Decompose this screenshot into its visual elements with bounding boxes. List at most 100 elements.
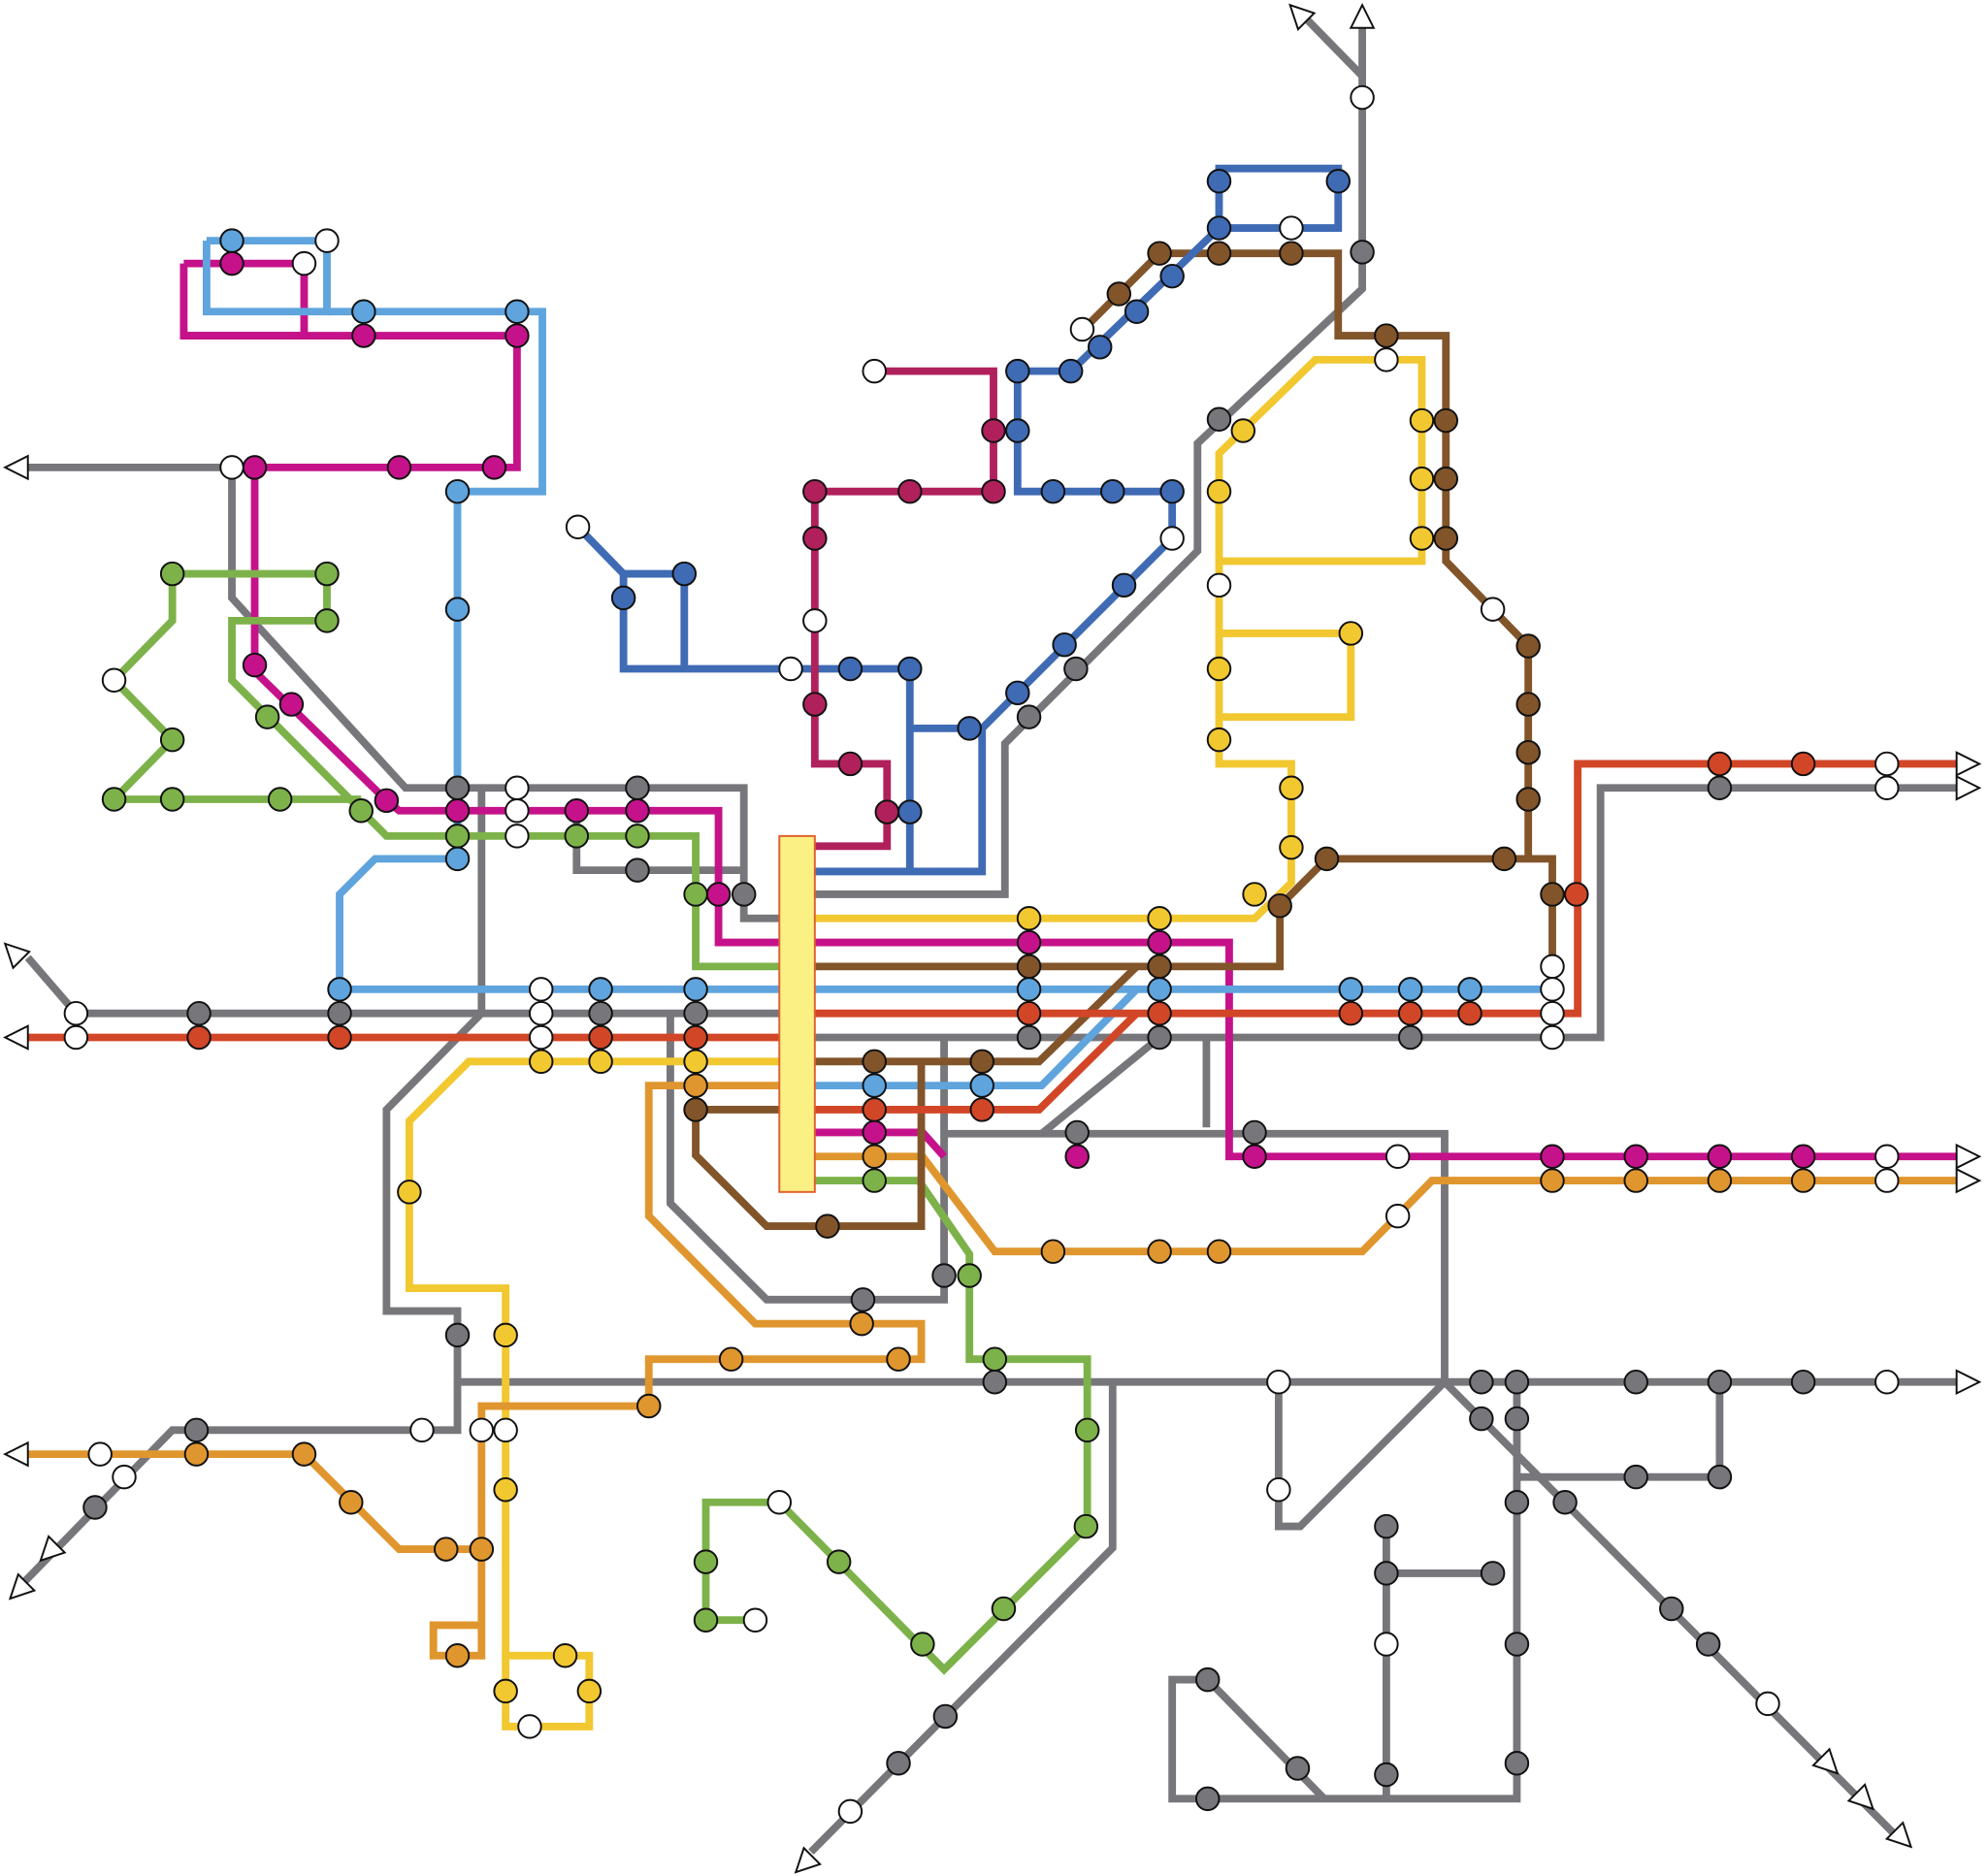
blue-station-marker[interactable] (1100, 478, 1125, 504)
magenta-station-marker[interactable] (444, 798, 471, 824)
lightblue-station-marker[interactable] (1457, 977, 1482, 1002)
yellow-station-marker[interactable] (1338, 621, 1364, 646)
gray-line-segment[interactable] (814, 784, 1958, 1042)
gray-station-marker[interactable] (82, 1495, 108, 1520)
gray-station-marker[interactable] (1374, 1513, 1399, 1539)
lightblue-station-marker[interactable] (862, 1073, 887, 1098)
red-station-marker[interactable] (1790, 751, 1816, 777)
yellow-station-marker[interactable] (1206, 727, 1232, 753)
interchange-station-marker[interactable] (1540, 977, 1565, 1002)
brown-station-marker[interactable] (1515, 692, 1541, 717)
orange-station-marker[interactable] (183, 1441, 210, 1467)
blue-station-marker[interactable] (837, 656, 863, 682)
interchange-station-marker[interactable] (87, 1441, 113, 1467)
gray-station-marker[interactable] (183, 1417, 210, 1443)
gray-line-segment[interactable] (1039, 1034, 1162, 1137)
lightblue-station-marker[interactable] (1338, 977, 1364, 1002)
brown-station-marker[interactable] (1515, 739, 1541, 765)
red-station-marker[interactable] (862, 1097, 887, 1122)
crimson-station-marker[interactable] (897, 478, 923, 504)
magenta-line-segment[interactable] (179, 259, 309, 340)
magenta-station-marker[interactable] (1790, 1144, 1816, 1169)
green-station-marker[interactable] (314, 561, 340, 587)
blue-station-marker[interactable] (1058, 358, 1084, 384)
magenta-station-marker[interactable] (374, 788, 400, 814)
green-station-marker[interactable] (267, 787, 293, 812)
brown-station-marker[interactable] (1279, 241, 1304, 266)
green-station-marker[interactable] (683, 882, 708, 907)
magenta-station-marker[interactable] (1623, 1144, 1648, 1169)
yellow-line-segment[interactable] (814, 355, 1426, 922)
gray-station-marker[interactable] (1016, 1024, 1042, 1051)
interchange-station-marker[interactable] (314, 228, 340, 253)
crimson-station-marker[interactable] (874, 799, 900, 825)
crimson-line-segment[interactable] (810, 367, 997, 851)
blue-station-marker[interactable] (671, 561, 698, 587)
orange-station-marker[interactable] (1206, 1239, 1232, 1264)
orange-line-segment[interactable] (429, 1082, 926, 1660)
magenta-station-marker[interactable] (351, 323, 376, 348)
green-station-marker[interactable] (101, 787, 127, 812)
green-line-segment[interactable] (105, 573, 362, 803)
green-station-marker[interactable] (625, 824, 650, 849)
magenta-station-marker[interactable] (278, 692, 305, 717)
interchange-station-marker[interactable] (1874, 1168, 1900, 1193)
magenta-station-marker[interactable] (386, 455, 412, 480)
green-station-marker[interactable] (348, 798, 374, 824)
brown-station-marker[interactable] (683, 1097, 708, 1122)
red-station-marker[interactable] (1564, 882, 1589, 907)
interchange-station-marker[interactable] (528, 1000, 554, 1026)
interchange-station-marker[interactable] (1279, 215, 1304, 241)
brown-station-marker[interactable] (1433, 407, 1459, 434)
interchange-station-marker[interactable] (63, 1000, 89, 1026)
orange-station-marker[interactable] (1623, 1168, 1648, 1193)
red-station-marker[interactable] (1707, 751, 1733, 777)
blue-station-marker[interactable] (1206, 169, 1232, 194)
gray-station-marker[interactable] (625, 857, 650, 883)
interchange-station-marker[interactable] (1206, 572, 1232, 598)
interchange-station-marker[interactable] (1874, 1369, 1900, 1395)
magenta-station-marker[interactable] (1707, 1144, 1733, 1169)
green-station-marker[interactable] (444, 824, 471, 849)
gray-station-marker[interactable] (1374, 1762, 1399, 1788)
interchange-station-marker[interactable] (1266, 1369, 1291, 1395)
gray-station-marker[interactable] (1063, 656, 1089, 682)
red-station-marker[interactable] (1457, 1000, 1482, 1026)
central-station-hub[interactable] (778, 834, 816, 1193)
interchange-station-marker[interactable] (1540, 1024, 1565, 1051)
magenta-station-marker[interactable] (242, 652, 268, 678)
gray-station-marker[interactable] (444, 1322, 471, 1348)
interchange-station-marker[interactable] (1266, 1476, 1291, 1503)
yellow-station-marker[interactable] (1409, 407, 1435, 434)
green-station-marker[interactable] (159, 787, 185, 812)
green-station-marker[interactable] (564, 824, 590, 849)
lightblue-station-marker[interactable] (444, 597, 471, 622)
gray-station-marker[interactable] (1147, 1024, 1172, 1051)
gray-station-marker[interactable] (683, 1000, 708, 1026)
interchange-station-marker[interactable] (63, 1024, 89, 1051)
crimson-station-marker[interactable] (981, 418, 1006, 443)
gray-station-marker[interactable] (186, 1000, 212, 1026)
gray-station-marker[interactable] (1504, 1751, 1530, 1776)
yellow-station-marker[interactable] (576, 1678, 603, 1704)
yellow-station-marker[interactable] (397, 1180, 422, 1205)
gray-station-marker[interactable] (327, 1000, 352, 1026)
yellow-station-marker[interactable] (493, 1322, 518, 1348)
interchange-station-marker[interactable] (1540, 954, 1565, 980)
gray-station-marker[interactable] (1480, 1561, 1506, 1586)
red-station-marker[interactable] (683, 1024, 708, 1051)
crimson-station-marker[interactable] (802, 478, 828, 504)
gray-station-marker[interactable] (1064, 1119, 1090, 1146)
yellow-station-marker[interactable] (493, 1476, 518, 1503)
interchange-station-marker[interactable] (742, 1607, 768, 1633)
gray-station-marker[interactable] (1659, 1596, 1684, 1622)
blue-station-marker[interactable] (957, 716, 982, 741)
lightblue-station-marker[interactable] (1397, 977, 1423, 1002)
brown-line-segment[interactable] (692, 1061, 926, 1231)
blue-station-marker[interactable] (897, 656, 923, 682)
gray-station-marker[interactable] (1552, 1490, 1578, 1515)
lightblue-station-marker[interactable] (444, 846, 471, 872)
interchange-station-marker[interactable] (862, 358, 887, 384)
interchange-station-marker[interactable] (1874, 1144, 1900, 1169)
interchange-station-marker[interactable] (505, 798, 530, 824)
